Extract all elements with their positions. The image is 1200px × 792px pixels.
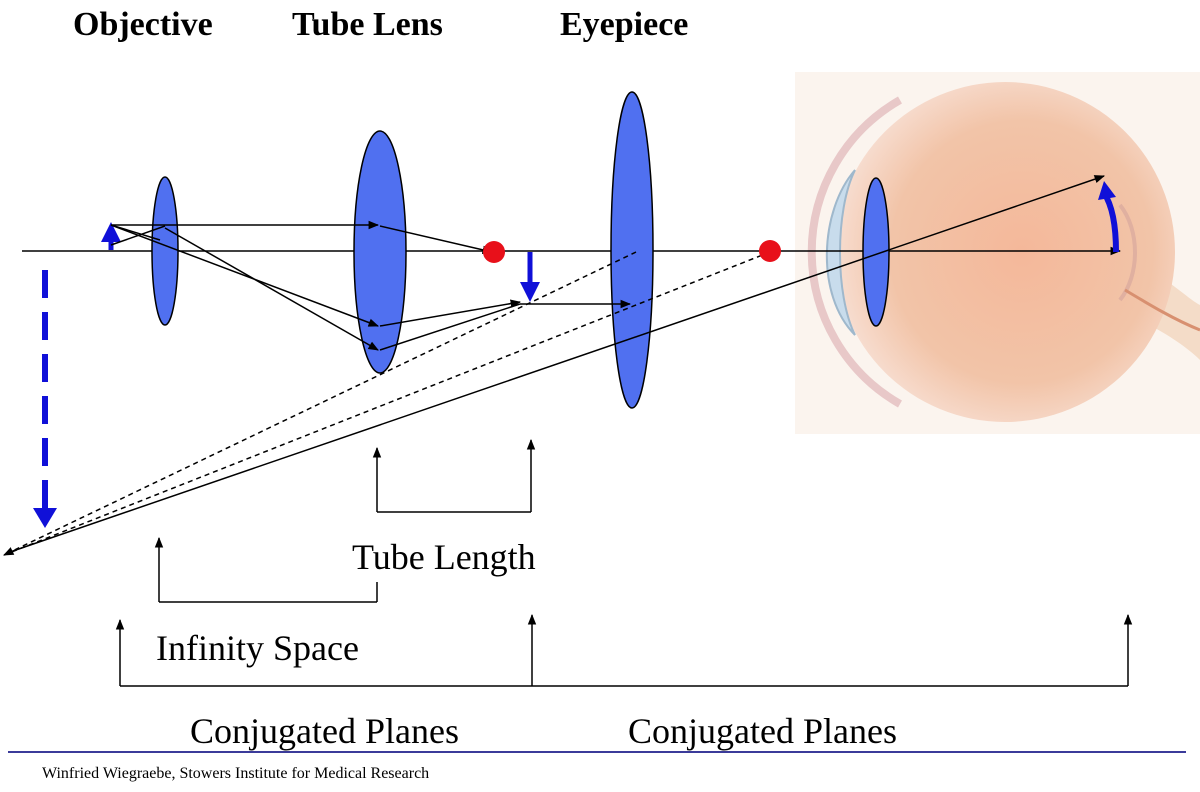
retinal-arrowhead bbox=[1098, 181, 1116, 200]
ray-bundle bbox=[9, 175, 1105, 553]
tube-length-label: Tube Length bbox=[352, 537, 536, 577]
eye-lens bbox=[862, 177, 890, 327]
conjugated-planes-bracket bbox=[115, 613, 1133, 687]
virtual-image-arrowhead bbox=[33, 508, 57, 528]
author-credit: Winfried Wiegraebe, Stowers Institute fo… bbox=[42, 765, 430, 782]
infinity-space-label: Infinity Space bbox=[156, 628, 359, 668]
objective-heading: Objective bbox=[73, 6, 213, 43]
objective-lens bbox=[151, 176, 179, 326]
focal-point-eyepiece bbox=[759, 240, 781, 262]
tube-lens-heading: Tube Lens bbox=[292, 6, 443, 43]
tube-lens bbox=[353, 130, 407, 374]
eyepiece-lens bbox=[610, 91, 654, 409]
focal-point-tube bbox=[483, 241, 505, 263]
footer-rule bbox=[8, 751, 1186, 753]
eyepiece-heading: Eyepiece bbox=[560, 6, 689, 43]
infinity-space-bracket bbox=[154, 536, 378, 603]
conjugated-planes-left-label: Conjugated Planes bbox=[190, 711, 459, 751]
virtual-rays bbox=[3, 251, 771, 556]
tube-length-bracket bbox=[372, 438, 536, 513]
eye-illustration bbox=[795, 72, 1200, 434]
conjugated-planes-right-label: Conjugated Planes bbox=[628, 711, 897, 751]
